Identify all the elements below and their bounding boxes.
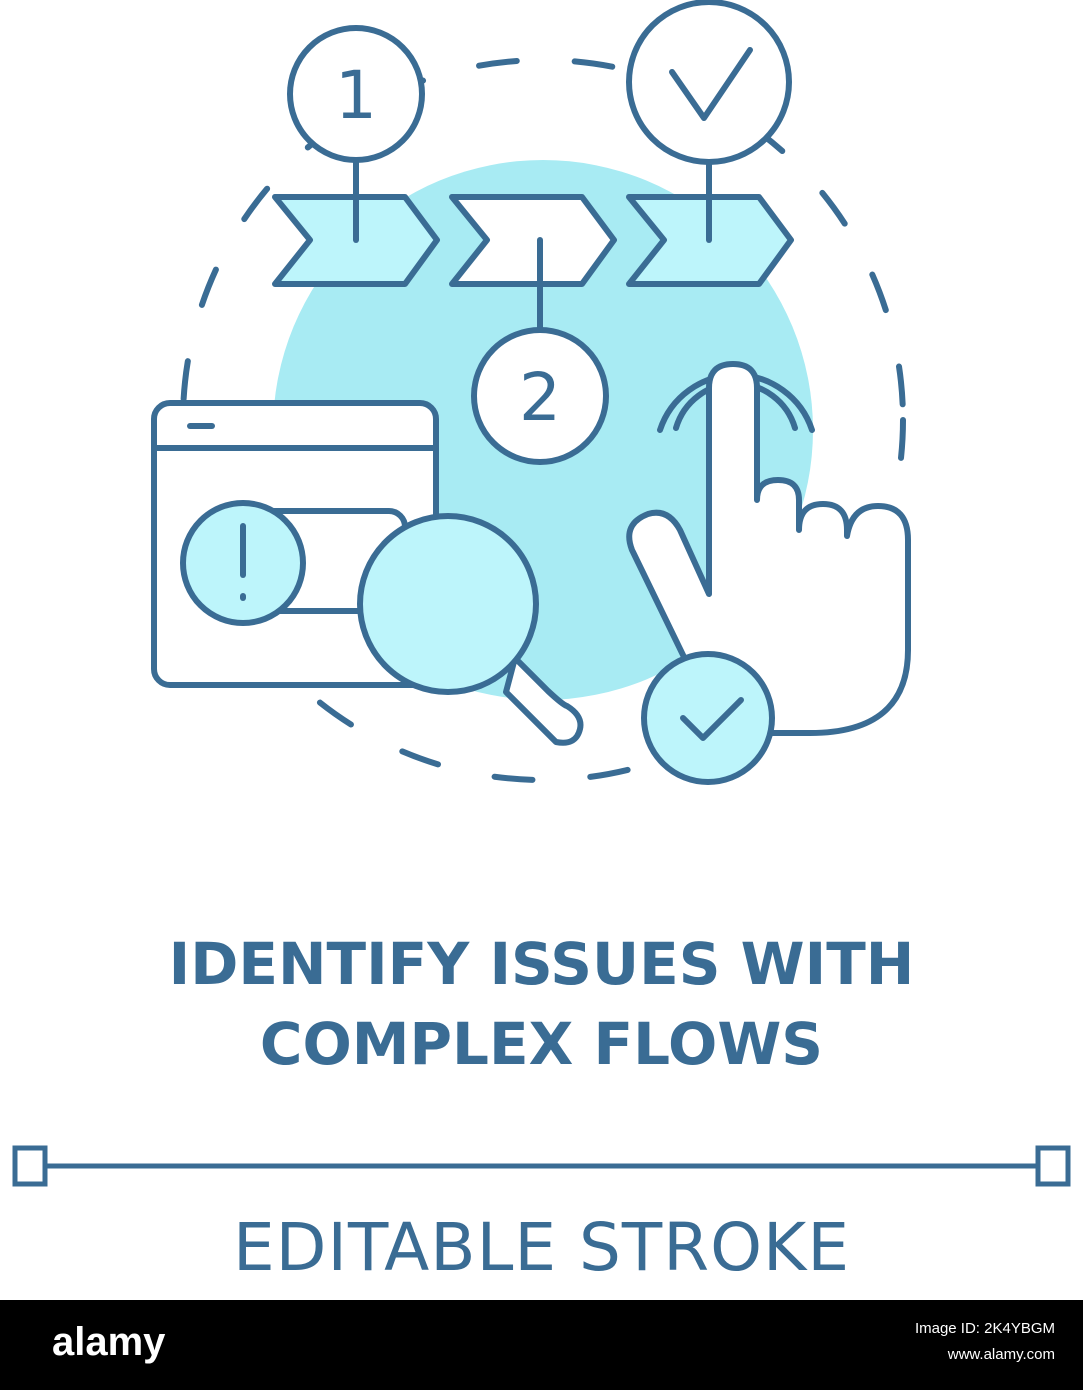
magnifier-icon bbox=[357, 513, 584, 746]
alamy-logo: alamy bbox=[52, 1320, 166, 1364]
dashed-circle bbox=[180, 57, 906, 783]
success-check-icon bbox=[641, 651, 775, 785]
stroke-handle-left bbox=[12, 1145, 48, 1187]
site-url: www.alamy.com bbox=[947, 1346, 1055, 1363]
footer-meta: Image ID: 2K4YBGM www.alamy.com bbox=[915, 1316, 1055, 1368]
concept-icon: 1 2 bbox=[151, 0, 911, 785]
footer-bar: alamy Image ID: 2K4YBGM www.alamy.com bbox=[0, 1300, 1083, 1390]
title-line-2: COMPLEX FLOWS bbox=[259, 1010, 824, 1078]
editable-stroke-line bbox=[12, 1145, 1071, 1187]
title-line-1: IDENTIFY ISSUES WITH bbox=[168, 930, 915, 998]
step-2-label: 2 bbox=[519, 359, 561, 436]
step-1-label: 1 bbox=[335, 57, 377, 134]
editable-stroke-label: EDITABLE STROKE bbox=[232, 1209, 851, 1286]
image-id-line: Image ID: 2K4YBGM bbox=[914, 1320, 1055, 1337]
stroke-handle-right bbox=[1035, 1145, 1071, 1187]
chevron-arrow-2 bbox=[449, 194, 617, 287]
step-3-check-pin bbox=[626, 0, 792, 243]
icon-canvas: 1 2 bbox=[12, 0, 1071, 1286]
check-icon bbox=[669, 47, 753, 121]
step-2-pin bbox=[471, 237, 609, 465]
alert-icon bbox=[180, 500, 306, 626]
tap-hand-icon bbox=[626, 361, 911, 736]
step-1-pin bbox=[287, 25, 425, 243]
